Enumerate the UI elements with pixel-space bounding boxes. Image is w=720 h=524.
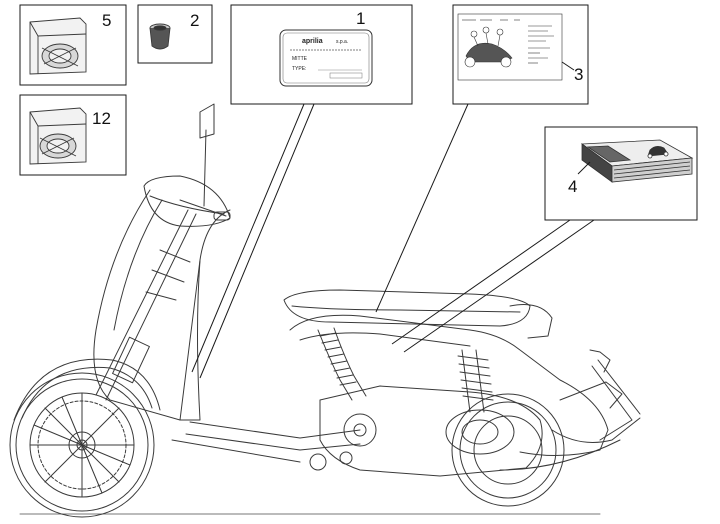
information-decal bbox=[457, 13, 563, 81]
rear-wheel bbox=[451, 393, 565, 507]
leader-line-1b bbox=[199, 103, 315, 379]
tool-kit-pouch-icon bbox=[29, 107, 87, 165]
plug-cap-icon bbox=[149, 23, 171, 50]
plate-line-vin: MITTE bbox=[292, 56, 308, 62]
callout-2: 2 bbox=[190, 11, 199, 30]
leader-line-3 bbox=[375, 103, 469, 313]
leader-line-4a bbox=[391, 219, 571, 345]
part-box-5: 5 bbox=[19, 4, 127, 86]
part-frame-2 bbox=[137, 4, 213, 64]
plate-suffix: s.p.a. bbox=[336, 39, 348, 45]
callout-4: 4 bbox=[568, 177, 577, 196]
part-box-2: 2 bbox=[137, 4, 213, 64]
callout-12: 12 bbox=[92, 109, 111, 128]
callout-5: 5 bbox=[102, 11, 111, 30]
part-box-3: 3 bbox=[452, 4, 589, 105]
service-kit-pouch-icon bbox=[29, 17, 87, 75]
intake-hose bbox=[317, 327, 367, 401]
rear-shock bbox=[457, 349, 494, 413]
leader-lines bbox=[191, 103, 595, 379]
plate-brand: aprilia bbox=[302, 38, 323, 45]
owners-manual-book-icon bbox=[580, 139, 694, 183]
leader-line-1a bbox=[191, 103, 305, 373]
part-box-4: 4 bbox=[544, 126, 698, 221]
plate-line-type: TYPE: bbox=[292, 66, 306, 72]
scooter-illustration bbox=[9, 103, 641, 518]
identification-plate: aprilia s.p.a. MITTE TYPE: bbox=[279, 29, 373, 87]
part-box-12: 12 bbox=[19, 94, 127, 176]
callout-1: 1 bbox=[356, 9, 365, 28]
leader-line-4b bbox=[403, 219, 595, 353]
part-box-1: aprilia s.p.a. MITTE TYPE: 1 bbox=[230, 4, 413, 105]
front-wheel bbox=[9, 372, 155, 518]
callout-3: 3 bbox=[574, 65, 583, 84]
